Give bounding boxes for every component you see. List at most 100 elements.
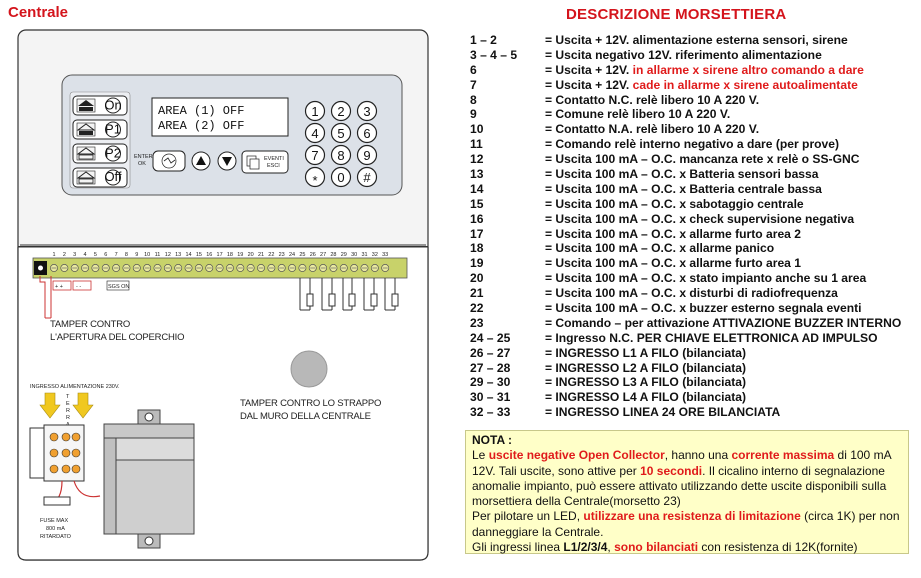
terminal-label: 5 — [94, 252, 97, 258]
tamper-cover-line-2: L'APERTURA DEL COPERCHIO — [50, 332, 184, 343]
terminal-description: = INGRESSO L2 A FILO (bilanciata) — [545, 360, 747, 375]
terminal-row: 10= Contatto N.A. relè libero 10 A 220 V… — [470, 122, 910, 137]
terminal-description: = Comando relè interno negativo a dare (… — [545, 137, 840, 152]
terminal-label: 28 — [330, 252, 336, 258]
terminal-row: 14= Uscita 100 mA – O.C. x Batteria cent… — [470, 182, 910, 197]
terminal-number: 16 — [470, 211, 484, 226]
nota-paragraph-3: Gli ingressi linea L1/2/3/4, sono bilanc… — [472, 540, 858, 555]
terminal-row: 32 – 33= INGRESSO LINEA 24 ORE BILANCIAT… — [470, 405, 910, 420]
key-8: 8 — [330, 144, 352, 166]
key-3: 3 — [356, 100, 378, 122]
terminal-screws — [50, 264, 390, 272]
terminal-description: = Uscita 100 mA – O.C. x stato impianto … — [545, 271, 867, 286]
title-centrale: Centrale — [8, 4, 69, 21]
terminal-description: = INGRESSO L4 A FILO (bilanciata) — [545, 390, 747, 405]
mode-p1-label: P1 — [105, 122, 121, 137]
key-5: 5 — [330, 122, 352, 144]
svg-text:1: 1 — [311, 104, 318, 119]
svg-text:7: 7 — [311, 148, 318, 163]
nota-title: NOTA : — [472, 433, 512, 447]
terminal-description: = Uscita 100 mA – O.C. x Batteria sensor… — [545, 167, 819, 182]
terminal-number: 18 — [470, 241, 484, 256]
terminal-row: 30 – 31= INGRESSO L4 A FILO (bilanciata) — [470, 390, 910, 405]
svg-text:0: 0 — [337, 170, 344, 185]
terminal-description: = Uscita 100 mA – O.C. x disturbi di rad… — [545, 286, 838, 301]
terminal-number: 15 — [470, 196, 484, 211]
mode-off-label: Off — [104, 169, 121, 184]
svg-text:T: T — [66, 394, 70, 400]
svg-text:#: # — [363, 170, 371, 185]
terminal-label: 29 — [341, 252, 347, 258]
arrow-down-button — [217, 151, 237, 171]
mode-p2-label: P2 — [105, 146, 121, 161]
svg-text:R: R — [66, 408, 70, 414]
terminal-number: 22 — [470, 301, 484, 316]
enter-button: ENTER OK — [134, 150, 186, 172]
small-label-sgs: SGS ON — [108, 284, 129, 290]
terminal-row: 8= Contatto N.C. relè libero 10 A 220 V. — [470, 93, 910, 108]
terminal-row: 9= Comune relè libero 10 A 220 V. — [470, 107, 910, 122]
terminal-label: 25 — [299, 252, 305, 258]
terminal-label: 1 — [52, 252, 55, 258]
terminal-description: = Uscita 100 mA – O.C. x allarme panico — [545, 241, 775, 256]
terminal-row: 18 = Uscita 100 mA – O.C. x allarme panic… — [470, 241, 910, 256]
terminal-description: = Uscita 100 mA – O.C. x check supervisi… — [545, 211, 855, 226]
terminal-label: 3 — [73, 252, 76, 258]
terminal-label: 33 — [382, 252, 388, 258]
tamper-wall-line-1: TAMPER CONTRO LO STRAPPO — [240, 398, 381, 409]
key-9: 9 — [356, 144, 378, 166]
terminal-description: = Comando – per attivazione ATTIVAZIONE … — [545, 315, 902, 330]
mode-button-p2: P2 — [72, 143, 128, 164]
terminal-number: 3 – 4 – 5 — [470, 47, 518, 62]
fuse-line-2: 800 mA — [46, 526, 65, 532]
terminal-number: 24 – 25 — [470, 330, 511, 345]
terminal-label: 30 — [351, 252, 357, 258]
svg-text:OK: OK — [138, 161, 146, 167]
svg-text:8: 8 — [337, 148, 344, 163]
terminal-row: 19= Uscita 100 mA – O.C. x allarme furto… — [470, 256, 910, 271]
terminal-description: = Uscita + 12V. alimentazione esterna se… — [545, 33, 848, 47]
nota-paragraph-2: Per pilotare un LED, utilizzare una resi… — [472, 509, 900, 539]
terminal-row: 17= Uscita 100 mA – O.C. x allarme furto… — [470, 227, 910, 242]
mode-on-label: On — [104, 98, 121, 113]
terminal-description-list: 1 – 2= Uscita + 12V. alimentazione ester… — [470, 33, 910, 420]
terminal-label: 21 — [258, 252, 264, 258]
terminal-number: 19 — [470, 256, 484, 271]
eventi-button: EVENTI ESCI — [241, 150, 289, 174]
terminal-row: 16 = Uscita 100 mA – O.C. x check supervi… — [470, 212, 910, 227]
terminal-row: 13= Uscita 100 mA – O.C. x Batteria sens… — [470, 167, 910, 182]
small-label-plus: + + — [55, 284, 63, 290]
terminal-label: 14 — [185, 252, 191, 258]
terminal-row: 26 – 27= INGRESSO L1 A FILO (bilanciata) — [470, 346, 910, 361]
terminal-label: 16 — [206, 252, 212, 258]
terminal-row: 22= Uscita 100 mA – O.C. x buzzer estern… — [470, 301, 910, 316]
terminal-label: 10 — [144, 252, 150, 258]
terminal-label: 22 — [268, 252, 274, 258]
transformer — [103, 409, 195, 549]
terminal-label: 4 — [84, 252, 87, 258]
terminal-description: = Contatto N.C. relè libero 10 A 220 V. — [545, 92, 760, 107]
key-1: 1 — [304, 100, 326, 122]
terminal-label: 17 — [217, 252, 223, 258]
terminal-description: = Uscita 100 mA – O.C. mancanza rete x r… — [545, 152, 860, 167]
svg-text:ENTER: ENTER — [134, 154, 153, 160]
key-7: 7 — [304, 144, 326, 166]
terminal-number: 26 – 27 — [470, 345, 511, 360]
terminal-number: 14 — [470, 181, 484, 196]
terminal-row: 11= Comando relè interno negativo a dare… — [470, 137, 910, 152]
terminal-row: 29 – 30= INGRESSO L3 A FILO (bilanciata) — [470, 375, 910, 390]
terminal-description: = INGRESSO L3 A FILO (bilanciata) — [545, 375, 747, 390]
fuse-line-1: FUSE MAX — [40, 518, 68, 524]
svg-text:3: 3 — [363, 104, 370, 119]
terminal-label: 27 — [320, 252, 326, 258]
terminal-description: = Uscita + 12V. in allarme x sirene altr… — [545, 62, 864, 77]
svg-text:9: 9 — [363, 148, 370, 163]
terminal-row: 27 – 28= INGRESSO L2 A FILO (bilanciata) — [470, 361, 910, 376]
terminal-row: 23= Comando – per attivazione ATTIVAZION… — [470, 316, 910, 331]
svg-text:*: * — [312, 173, 317, 188]
terminal-label: 18 — [227, 252, 233, 258]
terminal-description: = Uscita 100 mA – O.C. x allarme furto a… — [545, 226, 801, 241]
terminal-label: 6 — [104, 252, 107, 258]
terminal-row: 3 – 4 – 5= Uscita negativo 12V. riferime… — [470, 48, 910, 63]
